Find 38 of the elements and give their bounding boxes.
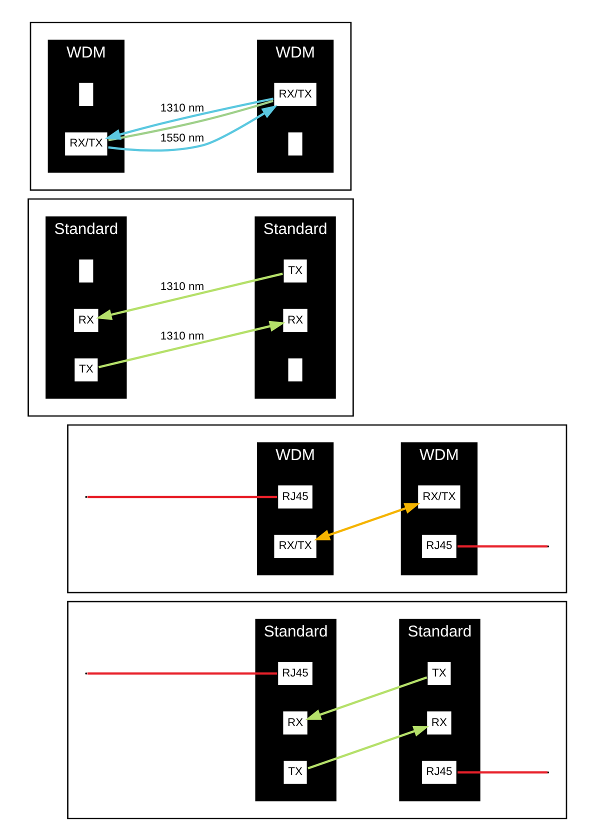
node-box: TX (72, 356, 99, 383)
edge-label: 1550 nm (160, 132, 204, 144)
node-box (286, 356, 304, 383)
connector (86, 495, 277, 498)
connector (86, 672, 277, 674)
node-box: RX (424, 709, 452, 736)
node-box: RX/TX (272, 80, 318, 108)
arrow (98, 320, 285, 368)
cluster (29, 21, 352, 190)
node-box: RJ45 (276, 483, 314, 510)
node-box: TX (282, 257, 308, 284)
node-box: RX/TX (62, 130, 108, 157)
connector (457, 544, 548, 548)
arrow (96, 272, 282, 320)
arrow (304, 676, 427, 720)
cluster (66, 424, 567, 593)
node-box: RX (281, 709, 309, 736)
node-box: TX (425, 660, 452, 686)
edge-label: 1310 nm (160, 102, 204, 114)
node-box (76, 257, 94, 284)
node-box (76, 80, 94, 108)
node-box: RX (281, 306, 309, 334)
node-box: RJ45 (420, 532, 458, 560)
arrow (307, 726, 429, 769)
connector (457, 770, 548, 774)
node-box: RX/TX (272, 532, 318, 560)
node-box: RJ45 (420, 758, 458, 786)
edge-label: 1310 nm (160, 330, 204, 342)
cluster (27, 198, 354, 416)
node-box: RX/TX (416, 483, 462, 510)
arrow (314, 502, 420, 540)
edge-label: 1310 nm (160, 280, 204, 293)
node-box: RX (72, 306, 100, 334)
node-box: RJ45 (276, 660, 314, 686)
node-box: TX (282, 758, 308, 786)
node-box (286, 130, 304, 157)
arrow (108, 104, 278, 152)
cluster (66, 600, 567, 819)
